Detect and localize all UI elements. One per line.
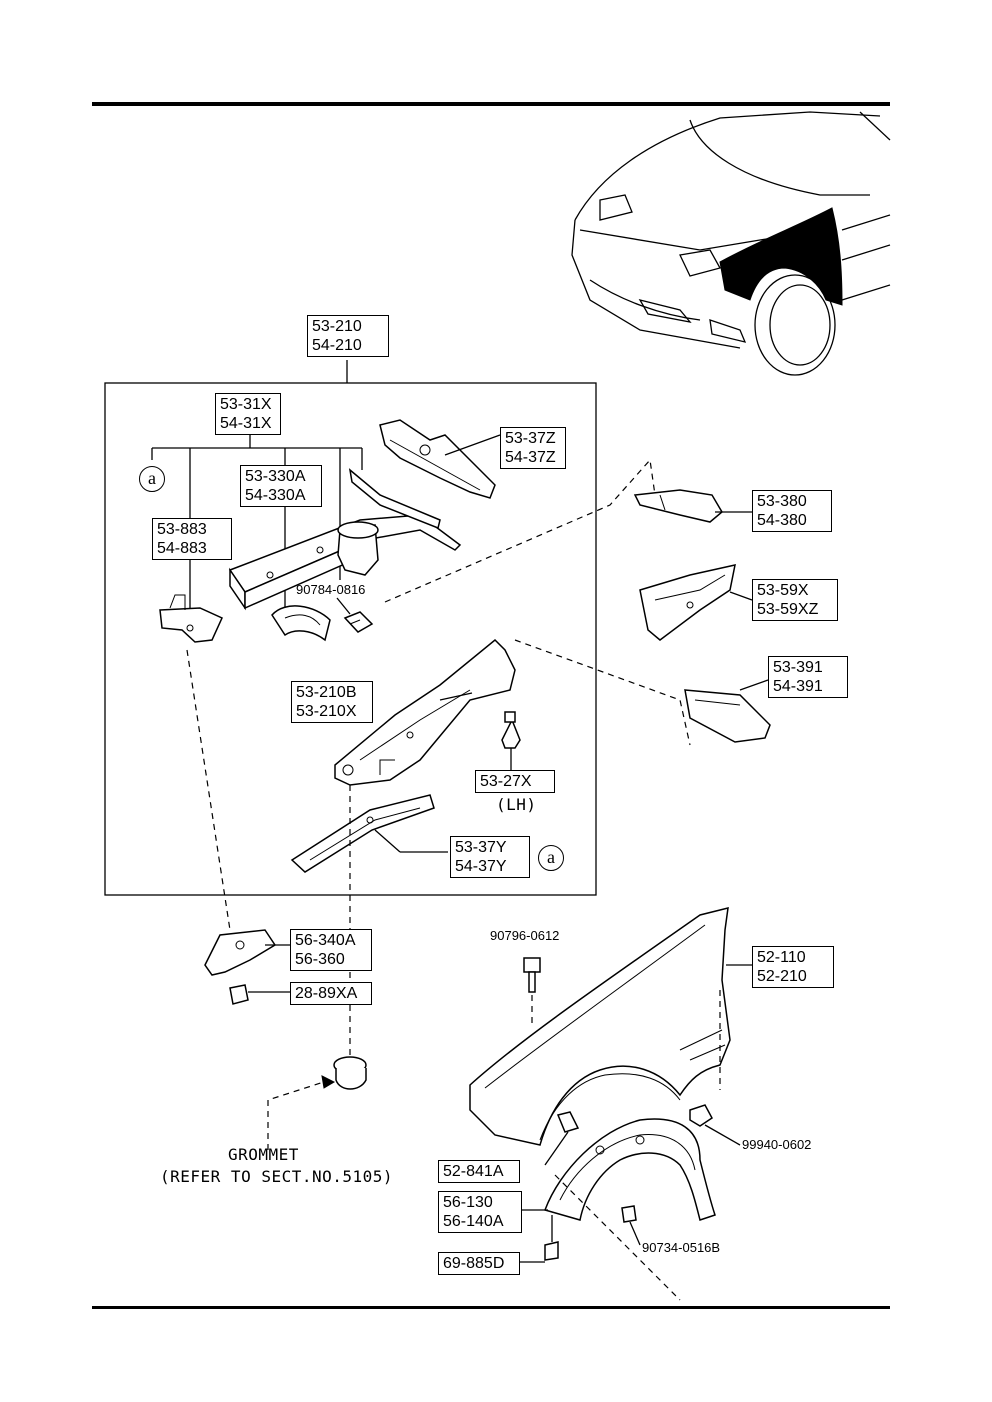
label-main-assembly: 53-210 54-210 — [307, 315, 389, 357]
apron-210b-part — [334, 638, 516, 786]
label-rail-37z: 53-37Z 54-37Z — [500, 427, 566, 469]
callout-screw-0516b: 90734-0516B — [642, 1240, 721, 1255]
label-rail-37y: 53-37Y 54-37Y — [450, 836, 530, 878]
grommet-title: GROMMET — [228, 1145, 299, 1164]
upper-rail-part — [379, 419, 501, 499]
label-fender: 52-110 52-210 — [752, 946, 834, 988]
label-gusset-391: 53-391 54-391 — [768, 656, 848, 698]
callout-bolt-0816: 90784-0816 — [296, 582, 366, 597]
seal-841a-icon — [544, 1111, 580, 1166]
bolt-0816-icon — [336, 597, 374, 633]
label-liner: 56-130 56-140A — [438, 1191, 522, 1233]
label-bracket-883: 53-883 54-883 — [152, 518, 232, 560]
fender-part — [469, 907, 752, 1146]
bottom-rule — [92, 1306, 890, 1309]
lower-rail-part — [290, 794, 448, 873]
callout-nut-0602: 99940-0602 — [742, 1137, 812, 1152]
bracket-59x-part — [639, 564, 753, 641]
label-frame-31x: 53-31X 54-31X — [215, 393, 281, 435]
bracket-380-part — [633, 489, 752, 523]
car-front-icon — [571, 111, 891, 376]
label-mount-340a: 56-340A 56-360 — [290, 929, 372, 971]
nut-0602-icon — [689, 1104, 741, 1146]
label-clip-27x: 53-27X — [475, 770, 555, 793]
bolt-0612-icon — [523, 957, 541, 1025]
frame-rail-part — [228, 468, 462, 611]
label-bracket-330a: 53-330A 54-330A — [240, 465, 322, 507]
ref-marker-a-top: a — [139, 466, 165, 492]
clip-885d-icon — [520, 1215, 559, 1263]
grommet-reference: (REFER TO SECT.NO.5105) — [160, 1167, 394, 1186]
mount-340a-part — [204, 929, 290, 976]
label-seal-841a: 52-841A — [438, 1160, 520, 1183]
label-apron-210b: 53-210B 53-210X — [291, 681, 373, 723]
bracket-330a-part — [271, 605, 331, 642]
screw-0516b-icon — [621, 1205, 641, 1246]
inner-liner-part — [522, 1118, 716, 1301]
lh-note: (LH) — [496, 795, 537, 814]
bracket-883-part — [159, 594, 223, 643]
bolt-2889-icon — [229, 984, 290, 1005]
label-bolt-2889: 28-89XA — [290, 982, 372, 1005]
top-rule — [92, 102, 890, 106]
clip-27x-icon — [501, 711, 521, 770]
grommet-icon — [267, 1056, 367, 1150]
label-bracket-59x: 53-59X 53-59XZ — [752, 579, 838, 621]
callout-bolt-0612: 90796-0612 — [490, 928, 560, 943]
gusset-391-part — [684, 679, 771, 743]
label-clip-885d: 69-885D — [438, 1252, 520, 1275]
label-bracket-380: 53-380 54-380 — [752, 490, 832, 532]
ref-marker-a-bottom: a — [538, 845, 564, 871]
